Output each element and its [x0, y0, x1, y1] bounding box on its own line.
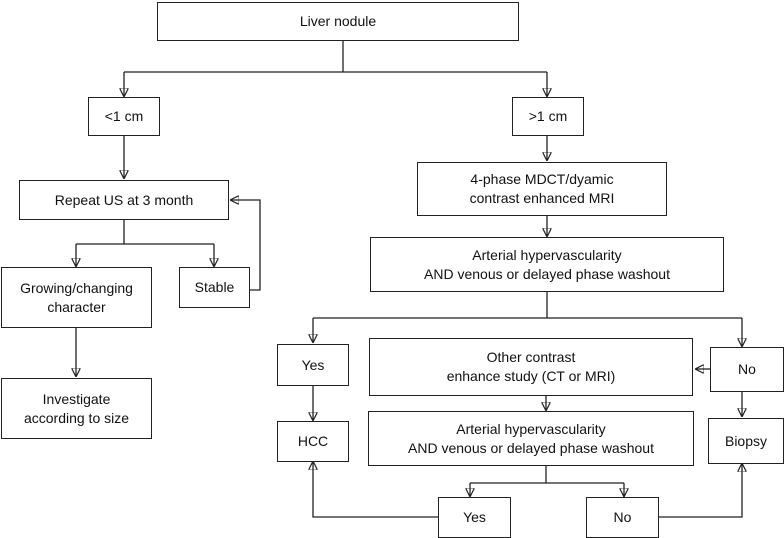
growing-box: Growing/changing character: [1, 267, 152, 328]
no-2-box: No: [586, 497, 659, 538]
growing-label: Growing/changing character: [20, 279, 133, 315]
edge-liver-to-size: [124, 41, 547, 96]
repeat-us-label: Repeat US at 3 month: [54, 191, 194, 208]
yes-2-label: Yes: [463, 509, 486, 526]
edge-repeat-split: [76, 220, 214, 266]
gt-1cm-label: >1 cm: [528, 108, 568, 125]
arterial-1-label: Arterial hypervascularity AND venous or …: [424, 246, 670, 282]
gt-1cm-box: >1 cm: [512, 97, 584, 136]
biopsy-label: Biopsy: [724, 432, 768, 449]
repeat-us-box: Repeat US at 3 month: [19, 180, 229, 220]
hcc-label: HCC: [297, 433, 329, 450]
no-2-label: No: [613, 509, 632, 526]
investigate-box: Investigate according to size: [1, 378, 152, 439]
no-1-box: No: [710, 347, 784, 392]
edge-yes2-to-hcc: [313, 462, 438, 518]
arterial-2-label: Arterial hypervascularity AND venous or …: [408, 420, 654, 456]
no-1-label: No: [738, 361, 756, 378]
yes-2-box: Yes: [438, 497, 511, 538]
mdct-box: 4-phase MDCT/dyamic contrast enhanced MR…: [417, 162, 667, 216]
other-contrast-box: Other contrast enhance study (CT or MRI): [369, 338, 693, 396]
stable-box: Stable: [179, 267, 250, 308]
arterial-1-box: Arterial hypervascularity AND venous or …: [370, 237, 724, 292]
lt-1cm-label: <1 cm: [104, 108, 144, 125]
edge-arterial2-split: [470, 466, 624, 496]
investigate-label: Investigate according to size: [23, 390, 130, 426]
liver-nodule-box: Liver nodule: [157, 2, 519, 41]
biopsy-box: Biopsy: [708, 418, 784, 464]
lt-1cm-box: <1 cm: [88, 97, 160, 136]
yes-1-box: Yes: [277, 344, 349, 386]
stable-label: Stable: [194, 279, 235, 296]
yes-1-label: Yes: [301, 356, 325, 373]
liver-nodule-label: Liver nodule: [299, 13, 377, 30]
other-contrast-label: Other contrast enhance study (CT or MRI): [446, 349, 616, 384]
edge-no2-to-biopsy: [659, 464, 742, 518]
edge-stable-loop: [231, 200, 261, 291]
hcc-box: HCC: [277, 421, 349, 462]
edge-arterial1-split: [313, 292, 742, 346]
arterial-2-box: Arterial hypervascularity AND venous or …: [368, 411, 694, 466]
mdct-label: 4-phase MDCT/dyamic contrast enhanced MR…: [469, 171, 615, 206]
